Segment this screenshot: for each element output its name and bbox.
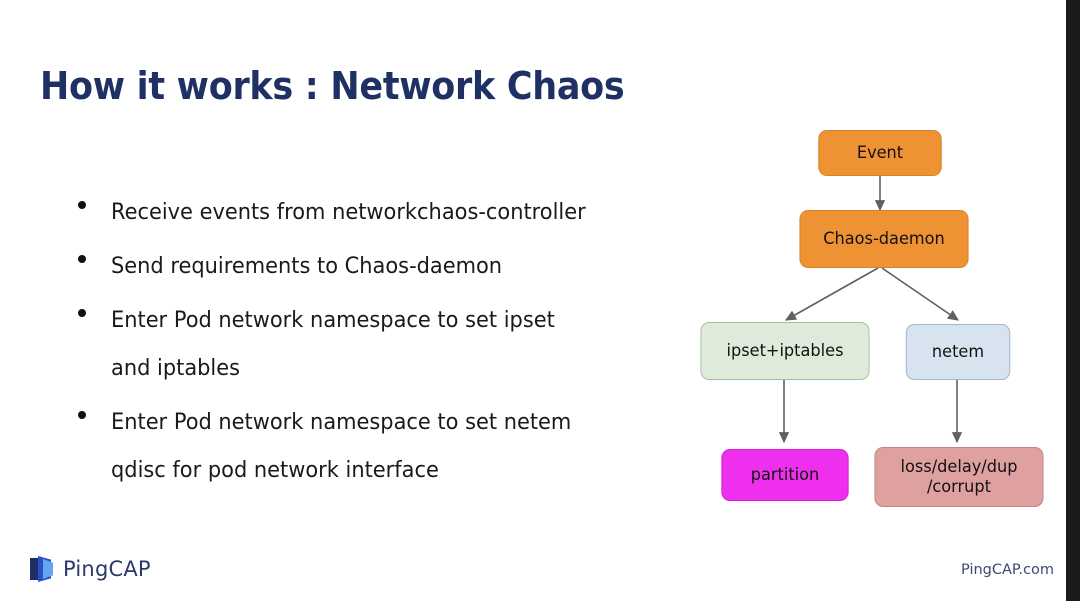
list-item-label: Enter Pod network namespace to set ipset… [111, 307, 555, 381]
list-item-label: Receive events from networkchaos-control… [111, 199, 586, 225]
page-title: How it works : Network Chaos [40, 64, 625, 108]
list-item: Send requirements to Chaos-daemon [78, 242, 698, 290]
diagram-node-event[interactable]: Event [818, 130, 942, 176]
footer-url: PingCAP.com [961, 562, 1054, 578]
bullet-dot-icon [78, 201, 86, 209]
bullet-dot-icon [78, 411, 86, 419]
logo-shape-dark [30, 558, 41, 580]
diagram-arrows [778, 175, 963, 444]
bullet-dot-icon [78, 255, 86, 263]
right-edge-band [1066, 0, 1080, 601]
list-item: Enter Pod network namespace to set netem… [78, 398, 698, 494]
bullet-dot-icon [78, 309, 86, 317]
list-item-label: Enter Pod network namespace to set netem… [111, 409, 572, 483]
pingcap-logo: PingCAP [30, 556, 151, 582]
edge-chaos-to-netem [881, 267, 960, 321]
diagram-node-partition[interactable]: partition [721, 449, 849, 501]
network-chaos-flow-diagram: Event Chaos-daemon ipset+iptables netem … [690, 112, 1070, 517]
list-item: Receive events from networkchaos-control… [78, 188, 698, 236]
diagram-node-chaos-daemon[interactable]: Chaos-daemon [799, 210, 969, 268]
list-item: Enter Pod network namespace to set ipset… [78, 296, 698, 392]
diagram-node-loss-delay-dup-corrupt[interactable]: loss/delay/dup /corrupt [874, 447, 1044, 507]
pingcap-logo-icon [30, 556, 54, 582]
edge-chaos-to-ipset [784, 267, 879, 321]
diagram-node-ipset-iptables[interactable]: ipset+iptables [700, 322, 870, 380]
list-item-label: Send requirements to Chaos-daemon [111, 253, 503, 279]
bullet-list: Receive events from networkchaos-control… [78, 188, 698, 500]
brand-wordmark: PingCAP [63, 557, 151, 581]
logo-shape-light [43, 559, 53, 579]
diagram-node-netem[interactable]: netem [905, 324, 1011, 380]
